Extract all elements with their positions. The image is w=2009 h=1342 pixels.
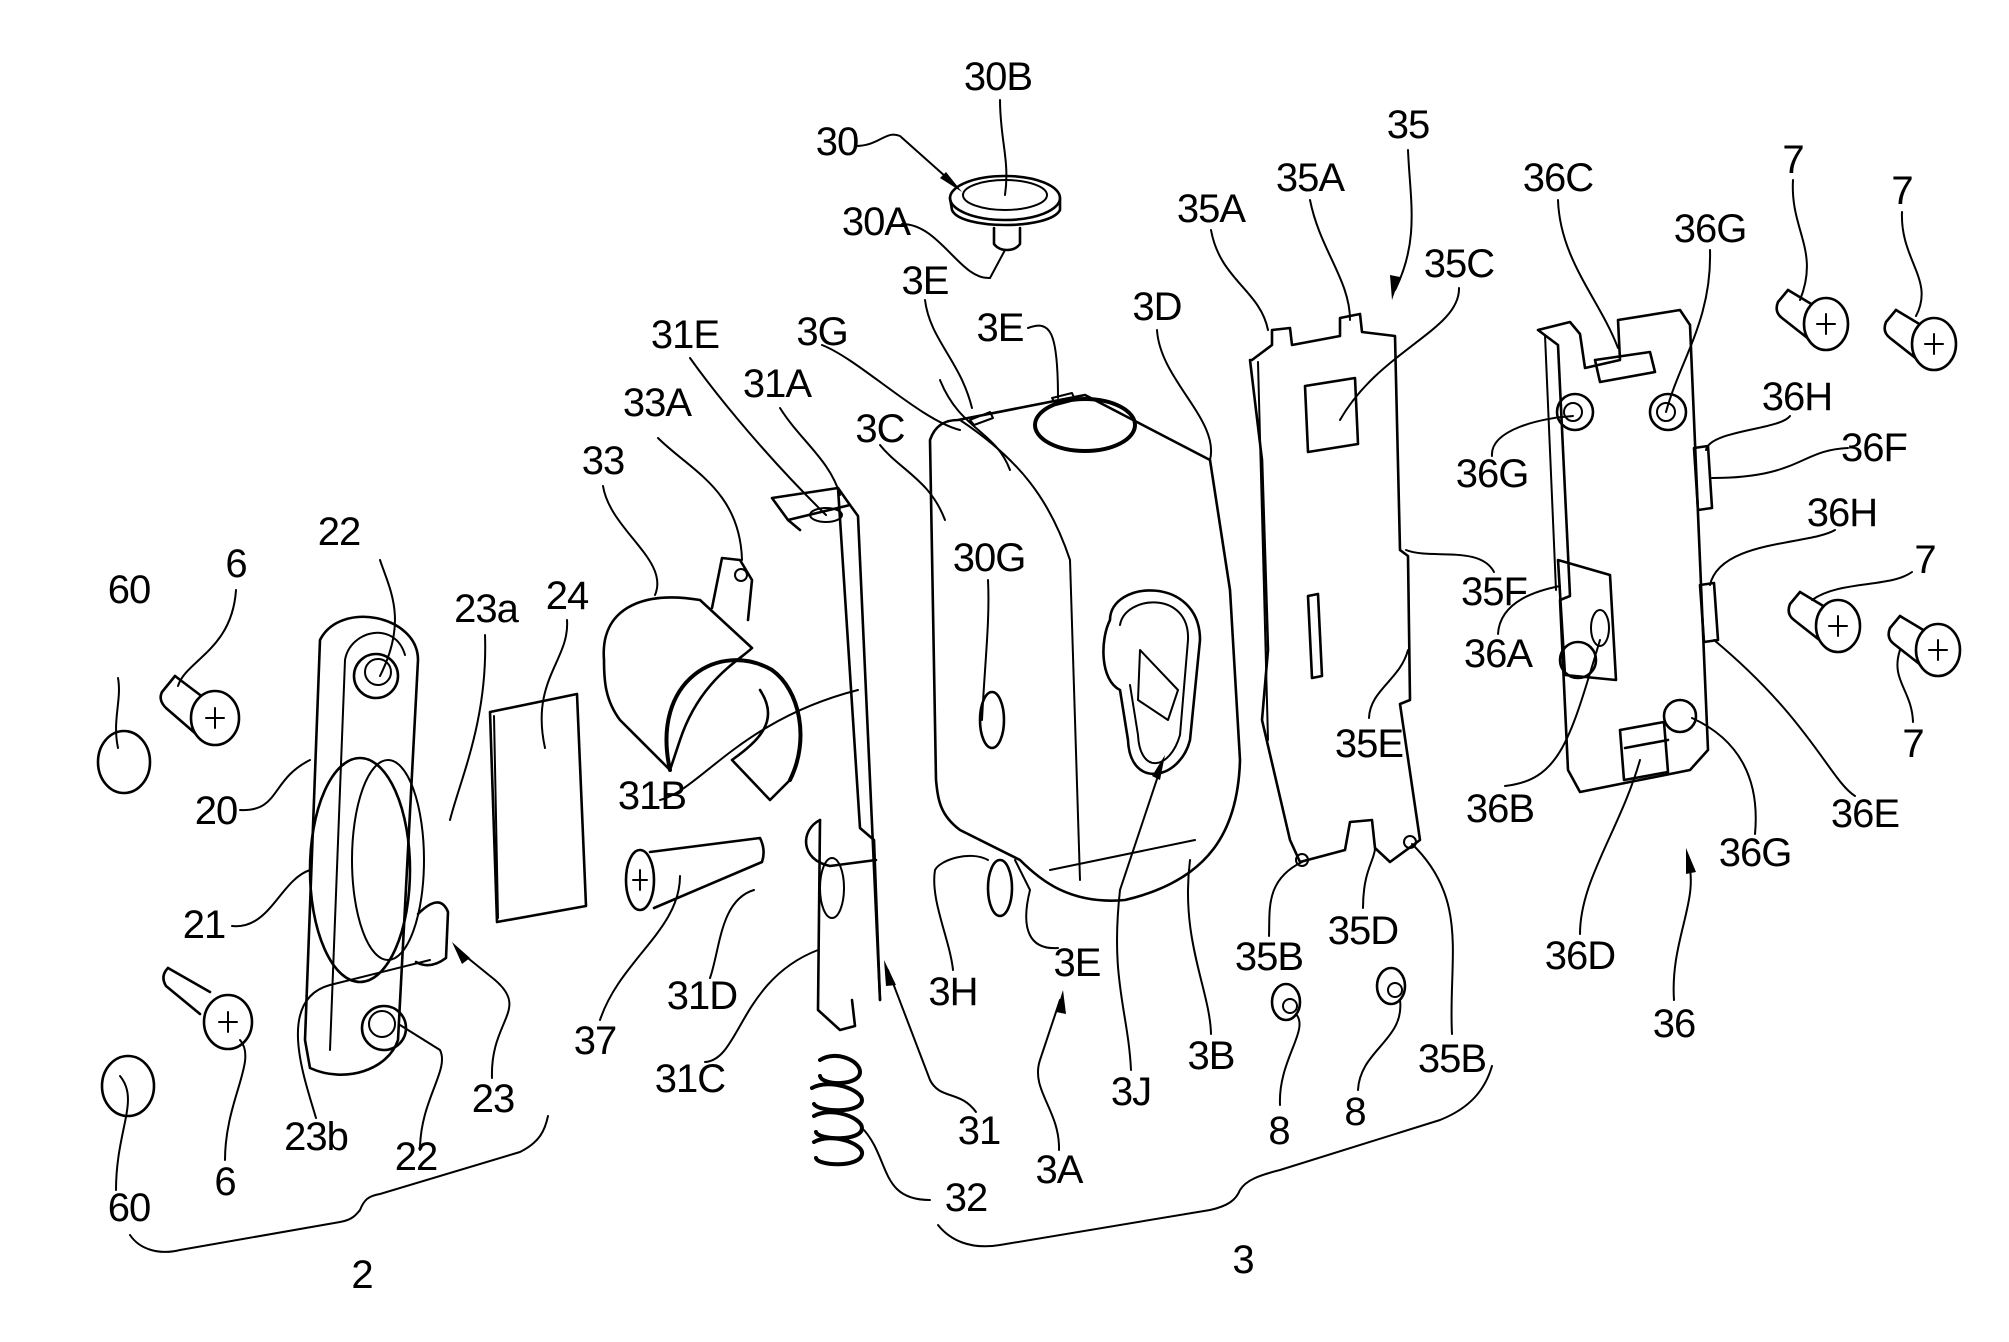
label-3D: 3D [1132,285,1182,329]
label-31E: 31E [650,313,720,357]
screw-37 [599,836,765,1021]
screw-7-top-right [1883,211,1958,372]
label-6: 6 [214,1160,236,1204]
label-7: 7 [1914,538,1936,582]
label-32: 32 [944,1176,988,1220]
label-35E: 35E [1334,722,1404,766]
label-36G: 36G [1673,207,1748,251]
label-35B: 35B [1417,1037,1487,1081]
label-30G: 30G [952,536,1027,580]
label-60: 60 [107,1186,151,1230]
label-36H: 36H [1806,491,1878,535]
label-35A: 35A [1275,156,1345,200]
label-3C: 3C [855,407,905,451]
cap-60-top [96,677,152,795]
label-3J: 3J [1110,1070,1152,1114]
brace-2 [129,1115,549,1253]
label-6: 6 [225,542,247,586]
label-3H: 3H [928,970,978,1014]
label-22: 22 [317,510,361,554]
label-24: 24 [545,574,589,618]
label-36C: 36C [1522,156,1594,200]
label-36F: 36F [1841,426,1908,470]
pad-24 [449,619,588,924]
label-30: 30 [815,120,859,164]
label-7: 7 [1891,169,1913,213]
latch-plate-31 [659,357,977,1113]
rivet-8-left [1270,982,1302,1106]
label-3E: 3E [1053,941,1102,985]
label-33A: 33A [622,381,692,425]
label-36B: 36B [1465,787,1535,831]
label-33: 33 [581,439,625,483]
label-20: 20 [194,789,238,833]
lock-body-3 [821,299,1242,1151]
brace-3 [937,1065,1493,1248]
push-button-30 [854,99,1062,280]
label-2: 2 [351,1253,373,1297]
label-23a: 23a [454,587,519,631]
label-7: 7 [1782,138,1804,182]
label-31: 31 [957,1109,1001,1153]
label-35C: 35C [1423,242,1495,286]
label-3A: 3A [1035,1148,1084,1192]
label-3: 3 [1232,1238,1254,1282]
label-37: 37 [573,1019,617,1063]
label-36E: 36E [1830,792,1900,836]
label-7: 7 [1902,722,1924,766]
label-36G: 36G [1455,452,1530,496]
label-31B: 31B [617,774,687,818]
spring-32 [810,1053,931,1201]
label-30A: 30A [841,200,911,244]
label-3E: 3E [976,306,1025,350]
screw-7-mid-left [1787,571,1913,654]
screw-7-top-left [1775,179,1850,352]
label-35B: 35B [1234,935,1304,979]
label-36: 36 [1652,1002,1696,1046]
label-21: 21 [182,903,226,947]
label-31A: 31A [742,362,812,406]
label-35D: 35D [1327,909,1399,953]
label-8: 8 [1344,1090,1366,1134]
rivet-8-right [1357,966,1407,1091]
label-22: 22 [394,1135,438,1179]
base-plate-35 [1210,149,1495,1035]
label-35A: 35A [1176,187,1246,231]
shutter-33 [602,437,803,802]
screw-6-bottom [162,966,254,1161]
label-8: 8 [1268,1109,1290,1153]
screw-7-mid-right [1887,614,1962,723]
label-36A: 36A [1463,632,1533,676]
label-35: 35 [1386,103,1430,147]
label-3E: 3E [901,259,950,303]
screw-6-top [159,589,241,747]
label-30B: 30B [963,55,1033,99]
label-3B: 3B [1187,1034,1236,1078]
label-31C: 31C [654,1057,726,1101]
label-23: 23 [471,1077,515,1121]
label-3G: 3G [796,310,848,354]
label-36D: 36D [1544,934,1616,978]
label-60: 60 [107,568,151,612]
label-31D: 31D [666,974,738,1018]
label-36H: 36H [1761,375,1833,419]
back-plate-36 [1490,199,1856,1001]
label-36G: 36G [1718,831,1793,875]
label-23b: 23b [284,1115,349,1159]
cap-60-bottom [100,1054,156,1191]
escutcheon-plate-20 [231,559,450,1076]
leaders-lower-left [296,942,511,1151]
label-35F: 35F [1461,570,1528,614]
